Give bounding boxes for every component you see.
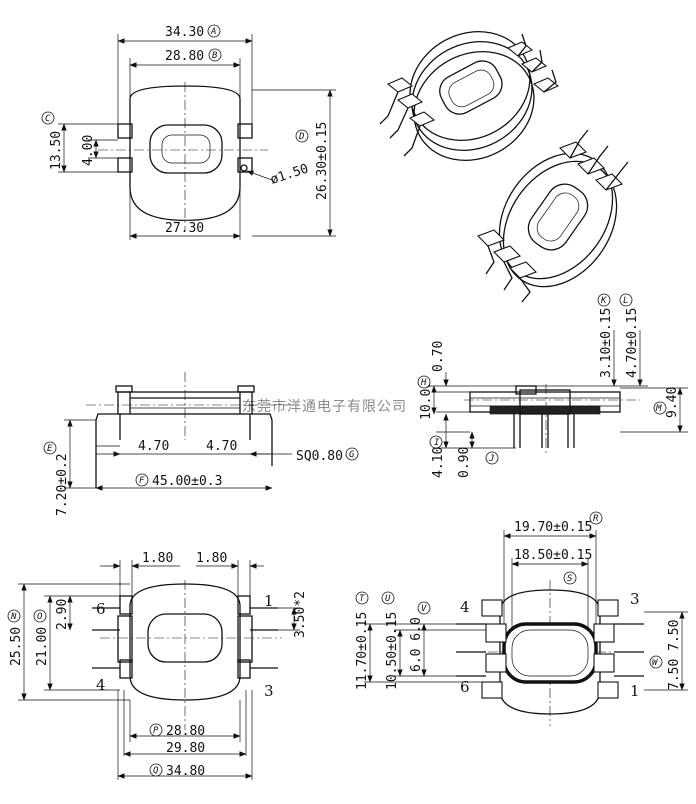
dim-pin-pitch: 3.50*2 [293,591,308,638]
tag-M: M [655,404,662,414]
dim-height-right: 26.30±0.15 [315,122,330,200]
front-view: 7.20±0.2 E 4.70 4.70 SQ0.80 G F 45.00±0.… [43,372,359,516]
dim-h: 10.00 [419,381,434,420]
bottom-left-view: 6 1 4 3 1.80 1.80 25.50 N 21.00 O 2.90 3… [7,551,308,780]
tag-K: K [600,296,607,306]
pin-label-6: 6 [96,600,106,618]
top-view: 34.30 A 28.80 B 27.30 13.50 C 4.00 ø1.50 [41,24,336,240]
dim-pitch: 2.90 [55,599,70,630]
dim-inner-width: 28.80 [165,49,204,64]
dim-span: 45.00±0.3 [152,474,222,489]
dim-r: 19.70±0.15 [514,520,592,535]
tag-H: H [420,378,427,388]
pin-label-3: 3 [630,590,640,608]
dim-pin-length: 7.20±0.2 [55,453,70,516]
dim-pin-offset-right: 4.70 [206,439,237,454]
dim-s: 18.50±0.15 [514,548,592,563]
pin-label-4: 4 [96,676,106,694]
pin-label-6: 6 [460,678,470,696]
tag-D: D [298,132,304,142]
dim-hole: ø1.50 [269,161,311,187]
tag-C: C [45,114,51,124]
pin-label-1: 1 [264,592,274,610]
tag-G: G [349,450,355,460]
dim-overall-width: 34.30 [165,25,204,40]
tag-A: A [210,27,216,37]
dim-w: 7.50 7.50 [667,620,682,690]
dim-p: 28.80 [166,724,205,739]
bottom-right-view: 4 3 6 1 19.70±0.15 R 18.50±0.15 S 11.70±… [355,511,688,726]
tag-T: T [359,594,365,604]
dim-n: 25.50 [9,627,24,666]
tag-P: P [153,726,159,736]
iso-view-bottom [477,129,629,303]
dim-flange-left: 1.80 [142,551,173,566]
dim-k: 3.10±0.15 [599,308,614,378]
tag-L: L [623,296,628,306]
dim-v: 6.0 6.0 [409,617,424,672]
pin-label-3: 3 [264,682,274,700]
dim-pin-size: SQ0.80 [296,449,343,464]
tag-V: V [421,604,427,614]
dim-pin-offset-left: 4.70 [138,439,169,454]
dim-o: 21.00 [35,627,50,666]
tag-N: N [10,612,17,622]
dim-base: 29.80 [166,741,205,756]
side-view: 0.70 3.10±0.15 K 4.70±0.15 L 10.00 H 9.4… [417,293,688,478]
tag-F: F [139,476,145,486]
dim-height-left: 13.50 [49,131,64,170]
dim-j: 0.90 [457,447,472,478]
tag-U: U [385,594,391,604]
tag-B: B [212,51,218,61]
dim-slot: 4.00 [81,135,96,166]
dim-core-width: 27.30 [165,221,204,236]
dim-m: 9.40 [665,387,680,418]
iso-view-top [379,30,560,162]
dim-top-thickness: 0.70 [431,341,446,372]
dim-t: 11.70±0.15 [355,612,370,690]
tag-W: W [652,658,659,668]
dim-u: 10.50±0.15 [385,612,400,690]
tag-R: R [593,514,599,524]
dim-flange-right: 1.80 [196,551,227,566]
dim-q: 34.80 [166,764,205,779]
tag-S: S [567,574,573,584]
pin-label-4: 4 [460,598,470,616]
tag-O: O [37,612,43,622]
tag-J: J [488,454,494,464]
tag-E: E [47,444,53,454]
tag-I: I [434,438,440,448]
tag-Q: Q [153,766,159,776]
watermark: 东莞市洋通电子有限公司 [242,398,407,415]
dim-i: 4.10 [431,447,446,478]
dim-l: 4.70±0.15 [625,308,640,378]
pin-label-1: 1 [630,682,640,700]
